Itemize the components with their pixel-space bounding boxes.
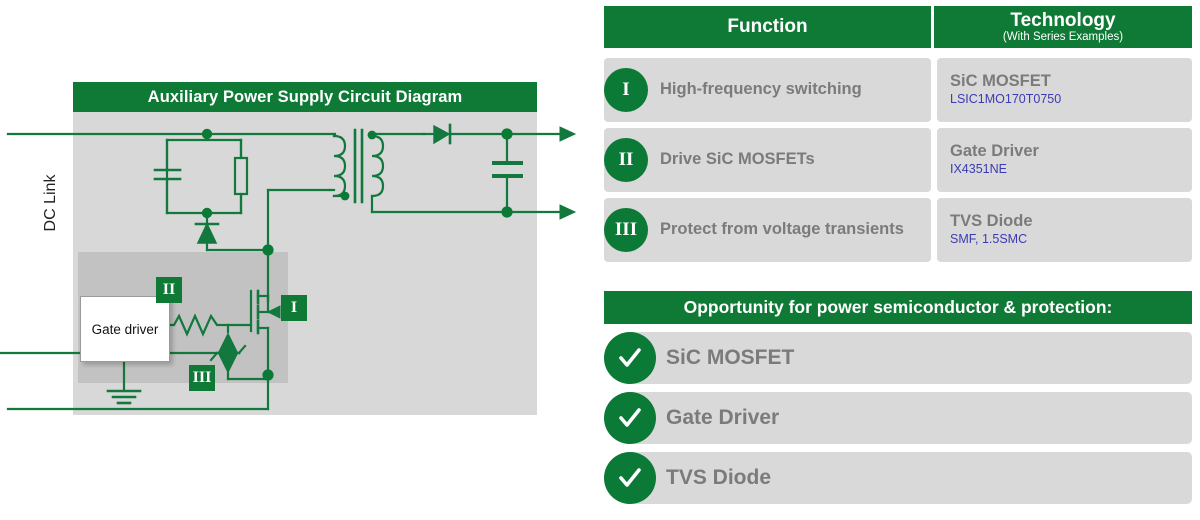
gate-driver-label: Gate driver — [91, 321, 159, 337]
right-panel: Function Technology (With Series Example… — [600, 0, 1200, 520]
diagram-title: Auxiliary Power Supply Circuit Diagram — [73, 82, 537, 112]
function-label: Drive SiC MOSFETs — [660, 150, 815, 169]
column-header-technology: Technology (With Series Examples) — [934, 6, 1192, 48]
check-icon — [604, 452, 656, 504]
table-row[interactable]: I High-frequency switching SiC MOSFET LS… — [604, 58, 1192, 122]
technology-part-numbers[interactable]: LSIC1MO170T0750 — [950, 92, 1062, 107]
opportunity-label: Gate Driver — [666, 406, 780, 429]
callout-badge-i: I — [281, 295, 307, 321]
table-row[interactable]: II Drive SiC MOSFETs Gate Driver IX4351N… — [604, 128, 1192, 192]
function-label: Protect from voltage transients — [660, 220, 904, 239]
list-item[interactable]: TVS Diode — [604, 452, 1192, 504]
table-row[interactable]: III Protect from voltage transients TVS … — [604, 198, 1192, 262]
column-header-technology-sub: (With Series Examples) — [1002, 30, 1124, 43]
opportunity-header: Opportunity for power semiconductor & pr… — [604, 291, 1192, 324]
list-item[interactable]: Gate Driver — [604, 392, 1192, 444]
check-icon — [604, 332, 656, 384]
roman-numeral-badge: II — [604, 138, 648, 182]
function-cell: II Drive SiC MOSFETs — [604, 128, 931, 192]
technology-cell: SiC MOSFET LSIC1MO170T0750 — [937, 58, 1192, 122]
opportunity-row-background — [622, 452, 1192, 504]
opportunity-row-background — [622, 332, 1192, 384]
technology-cell: TVS Diode SMF, 1.5SMC — [937, 198, 1192, 262]
tech-table-header: Function Technology (With Series Example… — [604, 6, 1192, 48]
callout-badge-iii: III — [189, 365, 215, 391]
technology-part-numbers[interactable]: IX4351NE — [950, 162, 1007, 177]
function-cell: I High-frequency switching — [604, 58, 931, 122]
callout-badge-ii: II — [156, 277, 182, 303]
dc-link-label: DC Link — [42, 174, 59, 232]
circuit-schematic — [0, 123, 577, 411]
technology-name: Gate Driver — [950, 142, 1039, 161]
list-item[interactable]: SiC MOSFET — [604, 332, 1192, 384]
gate-driver-block: Gate driver — [80, 296, 170, 362]
roman-numeral-badge: III — [604, 208, 648, 252]
column-divider — [931, 6, 934, 48]
function-cell: III Protect from voltage transients — [604, 198, 931, 262]
column-header-function: Function — [604, 6, 931, 48]
technology-cell: Gate Driver IX4351NE — [937, 128, 1192, 192]
circuit-diagram-panel: Auxiliary Power Supply Circuit Diagram — [0, 0, 585, 520]
check-icon — [604, 392, 656, 444]
opportunity-row-background — [622, 392, 1192, 444]
technology-part-numbers[interactable]: SMF, 1.5SMC — [950, 232, 1028, 247]
column-header-technology-main: Technology — [1010, 10, 1116, 31]
technology-name: TVS Diode — [950, 212, 1033, 231]
opportunity-label: TVS Diode — [666, 466, 772, 489]
roman-numeral-badge: I — [604, 68, 648, 112]
opportunity-label: SiC MOSFET — [666, 346, 795, 369]
function-label: High-frequency switching — [660, 80, 862, 99]
technology-name: SiC MOSFET — [950, 72, 1051, 91]
